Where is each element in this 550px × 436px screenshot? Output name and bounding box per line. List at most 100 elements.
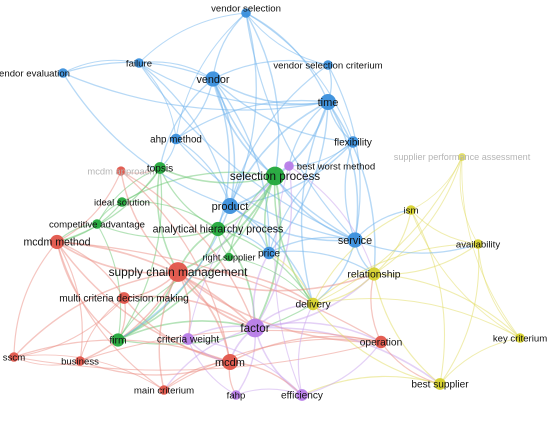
node-sscm[interactable] (9, 352, 19, 362)
node-operation[interactable] (374, 335, 388, 349)
node-price[interactable] (262, 246, 276, 260)
edge-vendor_selection-service (245, 12, 356, 241)
node-time[interactable] (320, 94, 336, 110)
edge-delivery-key_criterium (312, 297, 521, 339)
node-vendor[interactable] (205, 71, 221, 87)
label-failure: failure (126, 58, 152, 69)
edge-supplier_performance_assessment-relationship (373, 156, 463, 275)
node-key-criterium[interactable] (515, 333, 525, 343)
node-criteria-weight[interactable] (182, 333, 194, 345)
node-efficiency[interactable] (296, 389, 308, 401)
node-selection-process[interactable] (265, 166, 285, 186)
label-analytical-hierarchy-process: analytical hierarchy process (153, 224, 284, 236)
edge-failure-ahp_method (138, 62, 177, 140)
node-product[interactable] (222, 198, 238, 214)
edge-mcdm_method-operation (56, 241, 382, 343)
edge-competitive_advantage-firm (96, 223, 122, 341)
edge-best_worst_method-factor (254, 165, 293, 329)
edge-availability-key_criterium (477, 243, 521, 339)
node-competitive-advantage[interactable] (92, 219, 102, 229)
node-delivery[interactable] (306, 297, 320, 311)
label-key-criterium: key criterium (493, 333, 547, 344)
label-supply-chain-management: supply chain management (109, 265, 249, 279)
node-mcdm[interactable] (222, 354, 238, 370)
edge-vendor-topsis (159, 78, 214, 169)
node-mcdm-approach[interactable] (116, 166, 126, 176)
edge-criteria_weight-efficiency (187, 338, 303, 396)
node-mcdm-method[interactable] (49, 234, 65, 250)
edge-layer (13, 12, 521, 396)
edge-ism-delivery (312, 209, 412, 305)
edge-ism-key_criterium (410, 209, 521, 339)
edge-time-selection_process (274, 101, 329, 177)
label-service: service (338, 235, 372, 247)
edge-vendor_selection_criterium-product (229, 64, 329, 207)
label-topsis: topsis (147, 164, 173, 175)
node-right-supplier[interactable] (224, 252, 234, 262)
edge-vendor_selection-flexibility (245, 12, 354, 143)
node-business[interactable] (75, 356, 85, 366)
node-best-supplier[interactable] (434, 378, 446, 390)
node-vendor-selection-criterium[interactable] (323, 60, 333, 70)
edge-time-relationship (327, 101, 376, 275)
node-best-worst-method[interactable] (284, 161, 294, 171)
edge-ism-availability (410, 209, 479, 245)
label-sscm: sscm (3, 352, 25, 363)
node-service[interactable] (347, 232, 363, 248)
label-business: business (61, 356, 99, 367)
edge-vendor_evaluation-failure (62, 59, 140, 74)
label-operation: operation (360, 338, 402, 349)
edge-factor-main_criterium (163, 327, 256, 391)
label-main-criterium: main criterium (134, 385, 194, 396)
node-failure[interactable] (134, 58, 144, 68)
node-supply-chain-management[interactable] (168, 262, 188, 282)
edge-selection_process-ideal_solution (121, 171, 276, 203)
node-vendor-evaluation[interactable] (58, 68, 68, 78)
label-vendor-evaluation: vendor evaluation (0, 68, 70, 79)
edge-service-availability (354, 239, 479, 254)
label-mcdm-approach: mcdm approach (87, 165, 154, 176)
edge-delivery-price (268, 252, 314, 305)
node-main-criterium[interactable] (159, 385, 169, 395)
label-time: time (318, 97, 339, 109)
edge-best_worst_method-efficiency (274, 165, 303, 396)
edge-topsis-competitive_advantage (96, 167, 161, 225)
edge-relationship-key_criterium (373, 273, 521, 339)
node-ideal-solution[interactable] (117, 197, 127, 207)
edge-topsis-mcdm_method (56, 167, 161, 243)
node-ism[interactable] (406, 205, 416, 215)
edge-sscm-main_criterium (13, 354, 165, 391)
edge-mcdm_approach-factor (120, 170, 256, 329)
label-ism: ism (404, 205, 419, 216)
label-relationship: relationship (347, 270, 400, 281)
node-topsis[interactable] (154, 162, 166, 174)
node-flexibility[interactable] (347, 136, 359, 148)
node-multi-criteria-decision-making[interactable] (118, 292, 130, 304)
node-relationship[interactable] (367, 267, 381, 281)
edge-topsis-firm (117, 167, 163, 341)
edge-price-relationship (268, 250, 375, 275)
edge-supply_chain_management-mcdm (177, 271, 231, 363)
edge-mcdm_method-firm (56, 241, 119, 341)
node-availability[interactable] (473, 239, 483, 249)
edge-sscm-business (13, 356, 81, 366)
edge-supply_chain_management-business (79, 271, 179, 362)
node-vendor-selection[interactable] (241, 8, 251, 18)
edge-vendor-time (212, 78, 329, 105)
node-fahp[interactable] (231, 390, 241, 400)
edge-flexibility-service (344, 141, 356, 241)
label-fahp: fahp (227, 390, 246, 401)
node-ahp-method[interactable] (170, 133, 182, 145)
node-analytical-hierarchy-process[interactable] (210, 221, 226, 237)
edge-time-product (229, 101, 329, 207)
edge-mcdm-business (79, 360, 231, 376)
label-mcdm-method: mcdm method (23, 237, 90, 249)
node-firm[interactable] (111, 333, 125, 347)
edge-efficiency-operation (301, 341, 382, 396)
node-factor[interactable] (245, 318, 265, 338)
edge-supply_chain_management-main_criterium (158, 271, 179, 391)
node-supplier-performance-assessment[interactable] (458, 153, 466, 161)
